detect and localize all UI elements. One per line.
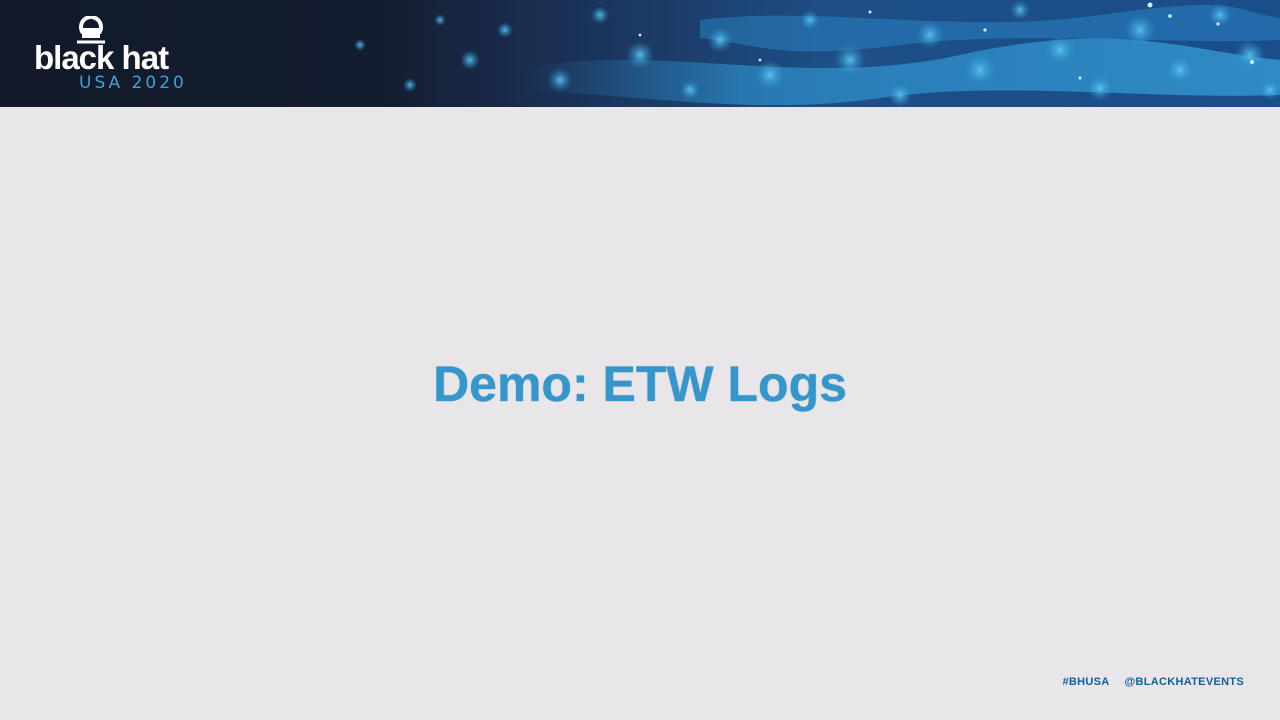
logo-wordmark: black hat [34, 39, 169, 76]
slide-title: Demo: ETW Logs [433, 356, 847, 412]
footer-tags: #BHUSA @BLACKHATEVENTS [1062, 676, 1244, 688]
black-hat-logo: black hat USA 2020 [34, 14, 224, 94]
network-lights-image [0, 0, 1280, 107]
header-banner: black hat USA 2020 [0, 0, 1280, 107]
footer-hashtag: #BHUSA [1062, 676, 1110, 688]
logo-event: USA 2020 [79, 73, 187, 93]
footer-handle: @BLACKHATEVENTS [1124, 676, 1244, 688]
spy-hat-icon [77, 16, 105, 44]
